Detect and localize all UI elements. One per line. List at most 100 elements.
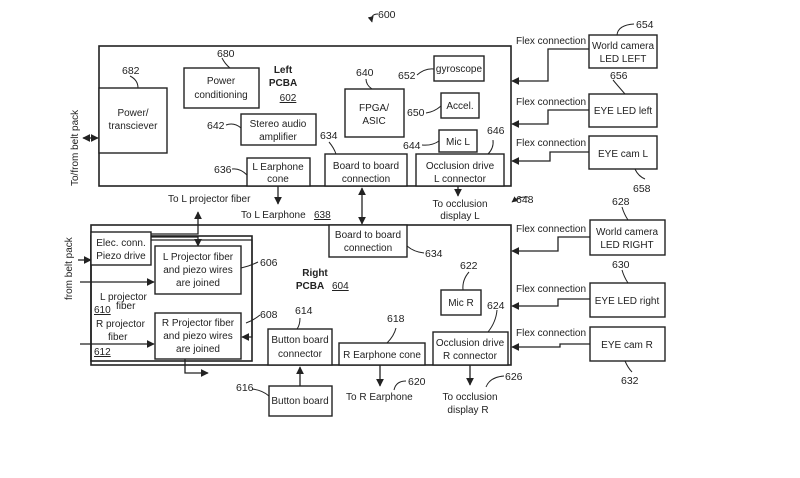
mic-right-block: Mic R 622 xyxy=(440,260,482,316)
svg-text:EYE cam L: EYE cam L xyxy=(598,149,648,160)
button-board-connector: Button board connector 614 xyxy=(267,305,333,366)
svg-text:658: 658 xyxy=(633,183,651,195)
svg-text:EYE LED right: EYE LED right xyxy=(595,296,660,307)
mic-left-block: Mic L 644 xyxy=(403,129,478,153)
world-camera-led-right: World camera LED RIGHT 628 Flex connecti… xyxy=(511,196,666,256)
eye-led-right: EYE LED right 630 Flex connection xyxy=(511,259,666,318)
svg-text:628: 628 xyxy=(612,196,630,208)
svg-text:650: 650 xyxy=(407,107,425,119)
l-earphone-cone-block: L Earphone cone 636 xyxy=(214,157,311,187)
gyroscope-block: gyroscope 652 xyxy=(398,55,485,82)
svg-text:612: 612 xyxy=(94,347,111,358)
svg-text:Power: Power xyxy=(207,76,236,87)
svg-text:transciever: transciever xyxy=(109,121,159,132)
svg-text:Piezo drive: Piezo drive xyxy=(96,251,146,262)
svg-text:680: 680 xyxy=(217,48,235,60)
svg-text:Mic L: Mic L xyxy=(446,137,470,148)
svg-text:To R Earphone: To R Earphone xyxy=(346,392,413,403)
svg-text:652: 652 xyxy=(398,70,416,82)
svg-text:R Earphone cone: R Earphone cone xyxy=(343,350,421,361)
svg-text:To L projector fiber: To L projector fiber xyxy=(168,194,251,205)
svg-text:Occlusion drive: Occlusion drive xyxy=(426,161,495,172)
to-r-earphone: To R Earphone 620 xyxy=(346,365,426,403)
svg-text:Board to board: Board to board xyxy=(335,230,401,241)
to-occlusion-display-l: To occlusion display L 648 xyxy=(432,186,534,222)
svg-text:656: 656 xyxy=(610,70,628,82)
svg-text:Flex connection: Flex connection xyxy=(516,97,586,108)
svg-text:are joined: are joined xyxy=(176,344,220,355)
eye-led-left: EYE LED left 656 Flex connection xyxy=(511,70,658,128)
r-projector-output-arrow xyxy=(184,359,209,377)
svg-text:are joined: are joined xyxy=(176,278,220,289)
svg-text:To L Earphone: To L Earphone xyxy=(241,210,306,221)
svg-text:R connector: R connector xyxy=(443,351,498,362)
svg-text:620: 620 xyxy=(408,376,426,388)
power-transceiver-block: Power/ transciever 682 xyxy=(98,65,168,154)
right-pcba-ref: 604 xyxy=(332,281,349,292)
to-l-earphone-label: To L Earphone 638 xyxy=(241,186,331,221)
svg-text:and piezo wires: and piezo wires xyxy=(163,331,232,342)
svg-text:Mic R: Mic R xyxy=(448,298,474,309)
svg-text:606: 606 xyxy=(260,257,278,269)
fpga-asic-block: FPGA/ ASIC 640 xyxy=(344,67,405,138)
r-projector-fiber-label: R projector fiber 612 xyxy=(94,319,146,358)
svg-text:638: 638 xyxy=(314,210,331,221)
elec-conn-piezo-drive: Elec. conn. Piezo drive xyxy=(90,231,152,266)
svg-text:682: 682 xyxy=(122,65,140,77)
svg-text:R projector: R projector xyxy=(96,319,146,330)
stereo-audio-amplifier-block: Stereo audio amplifier 642 xyxy=(207,113,317,146)
svg-text:646: 646 xyxy=(487,125,505,137)
board-to-board-connection-left: Board to board connection 634 xyxy=(320,130,408,187)
right-pcba-title: Right xyxy=(302,268,328,279)
svg-text:L Projector fiber: L Projector fiber xyxy=(163,252,234,263)
svg-text:World camera: World camera xyxy=(592,41,654,52)
svg-text:connection: connection xyxy=(344,243,392,254)
to-l-projector-fiber-label: To L projector fiber xyxy=(168,194,251,205)
svg-text:634: 634 xyxy=(320,130,338,142)
svg-text:FPGA/: FPGA/ xyxy=(359,103,389,114)
svg-text:Power/: Power/ xyxy=(117,108,148,119)
svg-text:644: 644 xyxy=(403,140,421,152)
svg-text:Button board: Button board xyxy=(271,335,328,346)
left-pcba-title-2: PCBA xyxy=(269,78,297,89)
eye-cam-left: EYE cam L 658 Flex connection xyxy=(511,135,658,195)
svg-text:cone: cone xyxy=(267,174,289,185)
svg-text:display R: display R xyxy=(447,405,488,416)
svg-text:Flex connection: Flex connection xyxy=(516,224,586,235)
svg-text:World camera: World camera xyxy=(596,227,658,238)
accelerometer-block: Accel. 650 xyxy=(407,92,480,119)
svg-text:616: 616 xyxy=(236,382,254,394)
svg-text:R Projector fiber: R Projector fiber xyxy=(162,318,235,329)
svg-text:LED LEFT: LED LEFT xyxy=(600,54,647,65)
to-l-projector-fiber-arrow xyxy=(151,211,202,235)
r-earphone-cone-block: R Earphone cone 618 xyxy=(338,313,426,366)
svg-text:from belt pack: from belt pack xyxy=(64,236,75,300)
svg-text:614: 614 xyxy=(295,305,313,317)
eye-cam-right: EYE cam R 632 Flex connection xyxy=(511,326,666,387)
right-pcba-title-2: PCBA xyxy=(296,281,324,292)
elec-to-l-projector-arrow xyxy=(151,236,202,247)
svg-text:Occlusion drive: Occlusion drive xyxy=(436,338,505,349)
svg-text:Elec. conn.: Elec. conn. xyxy=(96,238,145,249)
svg-text:conditioning: conditioning xyxy=(194,90,247,101)
svg-text:Button board: Button board xyxy=(271,396,328,407)
figure-reference: 600 xyxy=(367,9,396,23)
svg-text:600: 600 xyxy=(378,9,396,21)
svg-text:Flex connection: Flex connection xyxy=(516,138,586,149)
svg-text:Accel.: Accel. xyxy=(446,101,473,112)
svg-text:608: 608 xyxy=(260,309,278,321)
svg-text:Flex connection: Flex connection xyxy=(516,36,586,47)
to-from-belt-pack: To/from belt pack xyxy=(70,109,99,186)
svg-text:Board to board: Board to board xyxy=(333,161,399,172)
occlusion-drive-r-connector: Occlusion drive R connector 624 xyxy=(432,300,509,366)
elec-to-r-projector-arrow xyxy=(151,239,253,341)
svg-text:610: 610 xyxy=(94,305,111,316)
svg-text:fiber: fiber xyxy=(116,301,136,312)
svg-text:630: 630 xyxy=(612,259,630,271)
svg-text:Flex connection: Flex connection xyxy=(516,328,586,339)
board-to-board-connection-right: Board to board connection 634 xyxy=(328,224,443,260)
svg-text:display L: display L xyxy=(440,211,480,222)
from-belt-pack: from belt pack xyxy=(64,236,155,348)
power-conditioning-block: Power conditioning 680 xyxy=(183,48,260,109)
svg-text:Stereo audio: Stereo audio xyxy=(250,119,307,130)
